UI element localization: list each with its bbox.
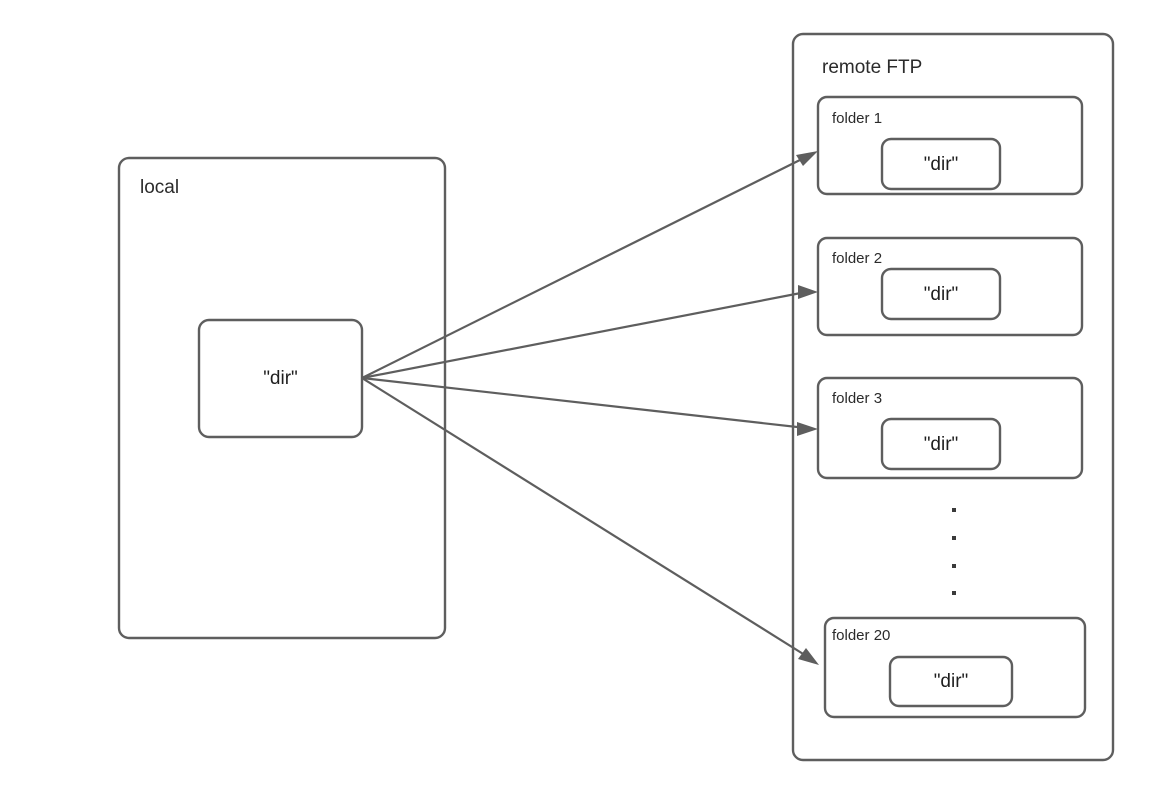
connector-local-to-folder-20[interactable]: [361, 377, 819, 665]
folder-dir-box-group-20[interactable]: "dir": [888, 655, 1014, 708]
folder-item-3[interactable]: folder 3 "dir": [816, 376, 1084, 480]
connector-arrows: [361, 151, 819, 665]
ellipsis-dot-3: [952, 564, 956, 568]
folder-dir-label-20: "dir": [934, 671, 969, 692]
connector-line-2[interactable]: [361, 290, 807, 380]
local-panel[interactable]: local "dir": [117, 156, 447, 640]
folder-item-20[interactable]: folder 20 "dir": [823, 616, 1087, 719]
folder-dir-label-1: "dir": [924, 154, 959, 175]
connector-local-to-folder-3[interactable]: [361, 376, 818, 436]
folder-dir-box-group-3[interactable]: "dir": [880, 417, 1002, 471]
folder-item-1[interactable]: folder 1 "dir": [816, 95, 1084, 196]
folder-item-2[interactable]: folder 2 "dir": [816, 236, 1084, 337]
folder-dir-label-2: "dir": [924, 284, 959, 305]
folder-dir-box-20[interactable]: [888, 655, 1014, 708]
connector-line-3[interactable]: [361, 376, 807, 430]
ellipsis-dot-2: [952, 536, 956, 540]
local-dir-box-label: "dir": [263, 368, 298, 389]
ellipsis-dot-4: [952, 591, 956, 595]
folder-ellipsis: [952, 508, 956, 595]
folder-dir-box-group-1[interactable]: "dir": [880, 137, 1002, 191]
connector-arrowhead-20: [798, 648, 819, 665]
local-dir-box-group[interactable]: "dir": [197, 318, 364, 439]
folder-dir-box-3[interactable]: [880, 417, 1002, 471]
connector-arrowhead-3: [797, 422, 818, 436]
ellipsis-dot-1: [952, 508, 956, 512]
connector-line-20[interactable]: [361, 377, 809, 658]
folder-dir-label-3: "dir": [924, 434, 959, 455]
remote-ftp-panel-label: remote FTP: [822, 57, 922, 78]
connector-arrowhead-2: [798, 285, 818, 299]
folder-label-2: folder 2: [832, 250, 882, 267]
connector-line-1[interactable]: [361, 156, 807, 379]
folder-dir-box-group-2[interactable]: "dir": [880, 267, 1002, 321]
folder-label-20: folder 20: [832, 627, 890, 644]
remote-ftp-panel[interactable]: remote FTP folder 1 "dir" folder 2 "dir": [791, 32, 1115, 762]
folder-dir-box-1[interactable]: [880, 137, 1002, 191]
connector-local-to-folder-1[interactable]: [361, 151, 818, 379]
folder-label-3: folder 3: [832, 390, 882, 407]
connector-arrowhead-1: [796, 151, 818, 166]
folder-dir-box-2[interactable]: [880, 267, 1002, 321]
folder-label-1: folder 1: [832, 110, 882, 127]
local-panel-label: local: [140, 177, 179, 198]
connector-local-to-folder-2[interactable]: [361, 285, 818, 380]
